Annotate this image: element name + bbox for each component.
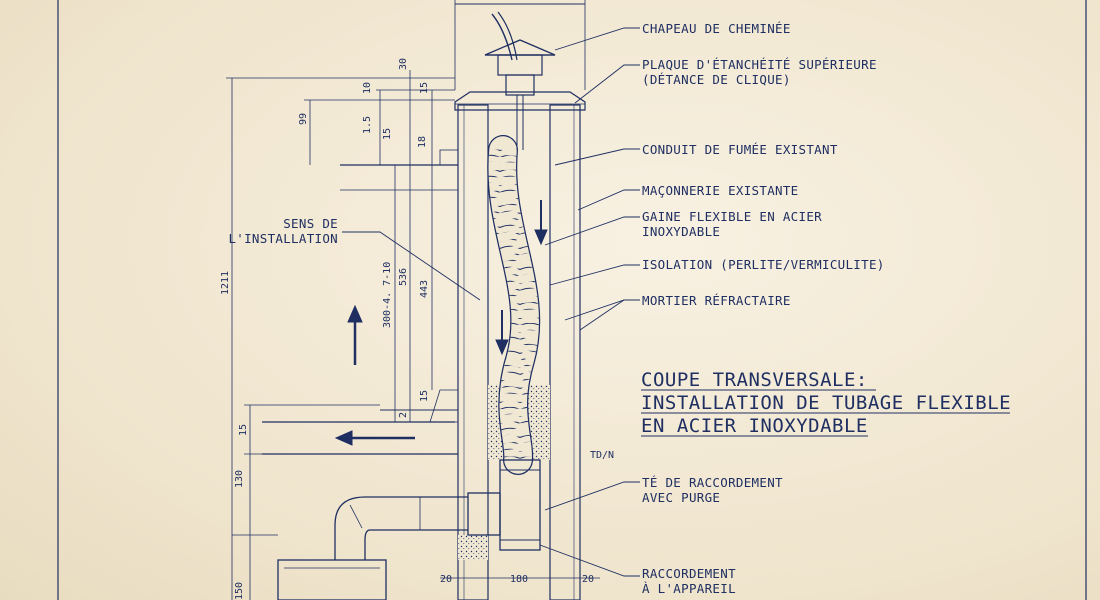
dim-15a: 15 [419, 82, 430, 94]
dim-99: 99 [298, 113, 309, 125]
dim-15d: 15 [238, 424, 249, 436]
flexible-liner [487, 95, 541, 475]
label-plaque-2: (DÉTANCE DE CLIQUE) [642, 72, 791, 87]
dim-1211: 1211 [220, 271, 231, 295]
label-gaine-1: GAINE FLEXIBLE EN ACIER [642, 209, 822, 224]
dim-20a: 20 [440, 574, 452, 585]
dim-15b: 15 [382, 128, 393, 140]
label-chapeau: CHAPEAU DE CHEMINÉE [642, 21, 791, 36]
label-isolation: ISOLATION (PERLITE/VERMICULITE) [642, 257, 885, 272]
chimney-cap [484, 11, 556, 96]
label-sens-1: SENS DE [283, 216, 338, 231]
ceiling-slab [340, 149, 459, 191]
direction-arrows [334, 200, 548, 446]
drawing-title: COUPE TRANSVERSALE: INSTALLATION DE TUBA… [641, 369, 1011, 437]
leader-lines [342, 27, 640, 577]
label-raccord-2: À L'APPAREIL [642, 581, 736, 596]
dim-130: 130 [234, 470, 245, 488]
label-td: TD/N [590, 450, 614, 461]
dimension-lines [226, 70, 600, 600]
label-maconnerie: MAÇONNERIE EXISTANTE [642, 183, 799, 198]
dim-18: 18 [417, 136, 428, 148]
dim-150: 150 [234, 582, 245, 600]
label-te-1: TÉ DE RACCORDEMENT [642, 475, 783, 490]
label-raccord-1: RACCORDEMENT [642, 566, 736, 581]
dim-1-5: 1.5 [362, 116, 373, 134]
insulation-fill-lower [458, 535, 488, 560]
dim-180: 180 [510, 574, 528, 585]
dim-536: 536 [398, 268, 409, 286]
top-sealing-plate [454, 91, 586, 111]
label-plaque-1: PLAQUE D'ÉTANCHÉITÉ SUPÉRIEURE [642, 57, 877, 72]
appliance-pipe [277, 496, 468, 600]
dim-443: 443 [419, 280, 430, 298]
sheet-frame [57, 0, 1087, 600]
callout-labels: CHAPEAU DE CHEMINÉE PLAQUE D'ÉTANCHÉITÉ … [228, 21, 884, 596]
dim-30: 30 [398, 58, 409, 70]
dim-300: 300-4. 7-10 [382, 262, 393, 328]
label-te-2: AVEC PURGE [642, 490, 720, 505]
floor-slab [262, 389, 459, 455]
label-gaine-2: INOXYDABLE [642, 224, 720, 239]
title-line-2: INSTALLATION DE TUBAGE FLEXIBLE [641, 392, 1011, 414]
top-dimension [454, 0, 586, 90]
label-sens-2: L'INSTALLATION [228, 231, 338, 246]
dim-10: 10 [362, 82, 373, 94]
label-mortier: MORTIER RÉFRACTAIRE [642, 293, 791, 308]
title-line-3: EN ACIER INOXYDABLE [641, 415, 868, 437]
dim-20b: 20 [582, 574, 594, 585]
dim-2: 2 [398, 412, 409, 418]
tee-connector [467, 459, 541, 551]
masonry-walls [457, 104, 581, 600]
title-line-1: COUPE TRANSVERSALE: [641, 369, 868, 391]
dim-15c: 15 [419, 390, 430, 402]
dimension-texts: 30 10 15 99 1.5 15 18 1211 300-4. 7-10 5… [220, 58, 594, 600]
label-conduit: CONDUIT DE FUMÉE EXISTANT [642, 142, 838, 157]
